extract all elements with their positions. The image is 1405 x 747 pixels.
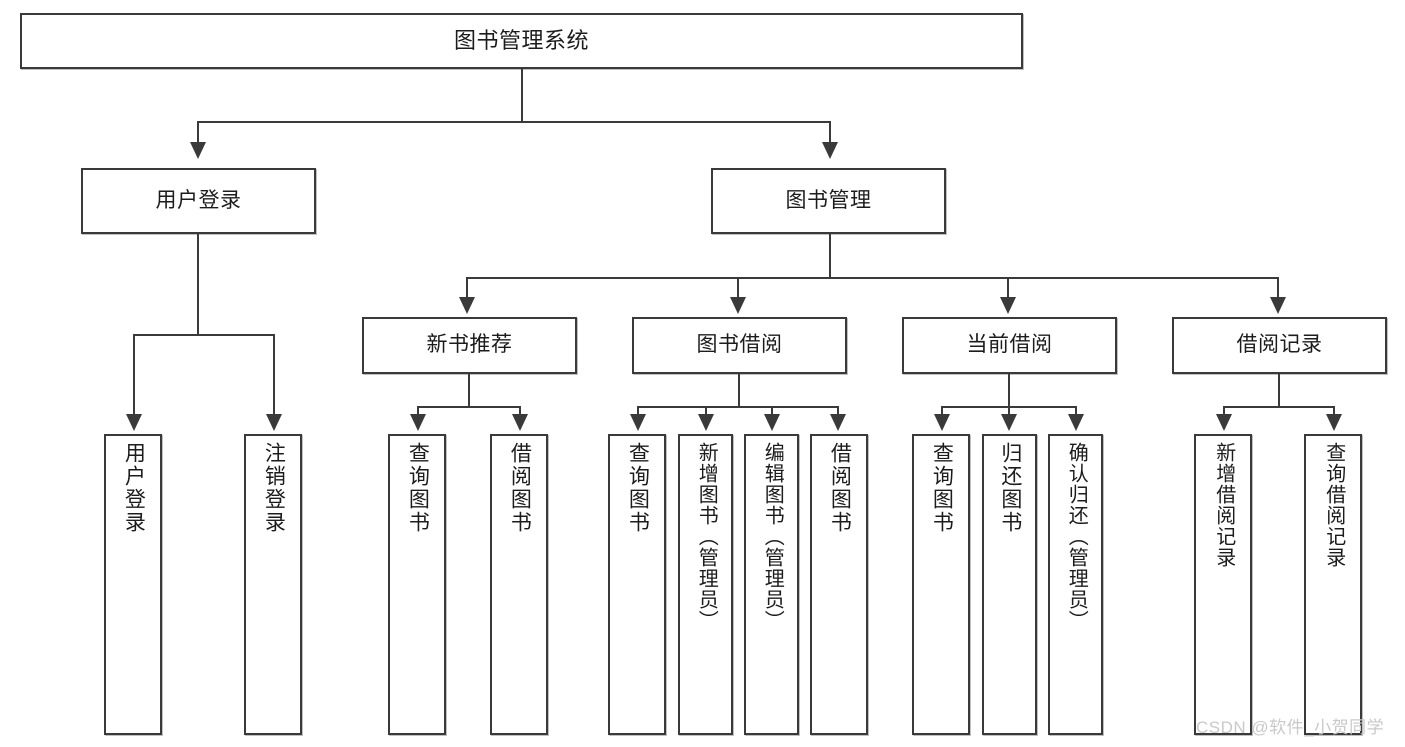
arrow-to-leaf-logout-login	[266, 414, 282, 431]
node-leaf-user-login[interactable]: 用户登录	[104, 434, 162, 735]
arrow-to-leaf-borrow-book-1	[512, 414, 528, 431]
arrow-to-leaf-query-record	[1326, 414, 1342, 431]
connector-book-manage-branch-4	[1277, 277, 1279, 299]
connector-current-borrow-branch-1	[941, 406, 943, 416]
node-leaf-query-book-1[interactable]: 查询图书	[388, 434, 446, 735]
connector-book-borrow-bus	[637, 406, 839, 408]
node-label: 图书管理	[785, 188, 872, 212]
node-label: 查询借阅记录	[1322, 442, 1345, 568]
node-user-login[interactable]: 用户登录	[81, 168, 316, 234]
connector-root-to-book-manage	[829, 121, 831, 144]
connector-book-manage-branch-3	[1007, 277, 1009, 299]
connector-new-book-bus	[417, 406, 521, 408]
connector-book-borrow-branch-1	[637, 406, 639, 416]
connector-book-manage-branch-1	[466, 277, 468, 299]
node-label: 新增借阅记录	[1212, 442, 1235, 568]
node-label: 借阅图书	[508, 442, 532, 534]
node-label: 查询图书	[626, 442, 650, 534]
node-root-book-management-system[interactable]: 图书管理系统	[20, 13, 1023, 69]
node-label: 借阅记录	[1236, 333, 1323, 357]
connector-new-book-branch-2	[519, 406, 521, 416]
arrow-to-borrow-record	[1270, 297, 1286, 314]
node-leaf-query-book-2[interactable]: 查询图书	[608, 434, 666, 735]
node-label: 新增图书（管理员）	[695, 442, 718, 631]
node-label: 借阅图书	[828, 442, 852, 534]
node-borrow-record[interactable]: 借阅记录	[1172, 317, 1387, 374]
connector-book-borrow-down	[738, 374, 740, 407]
arrow-to-current-borrow	[1000, 297, 1016, 314]
node-label: 查询图书	[930, 442, 954, 534]
node-label: 注销登录	[262, 442, 286, 534]
node-label: 查询图书	[406, 442, 430, 534]
arrow-to-leaf-user-login	[126, 414, 142, 431]
node-label: 确认归还（管理员）	[1065, 442, 1088, 631]
arrow-to-leaf-query-book-3	[934, 414, 950, 431]
connector-root-bus	[197, 121, 830, 123]
node-label: 图书管理系统	[453, 28, 589, 54]
connector-current-borrow-branch-3	[1075, 406, 1077, 416]
arrow-to-book-borrow	[730, 297, 746, 314]
node-leaf-edit-book-admin[interactable]: 编辑图书（管理员）	[744, 434, 799, 735]
connector-borrow-record-branch-2	[1333, 406, 1335, 416]
node-label: 用户登录	[155, 188, 242, 212]
connector-user-login-bus	[133, 334, 275, 336]
node-label: 归还图书	[998, 442, 1022, 534]
connector-current-borrow-down	[1008, 374, 1010, 407]
node-leaf-return-book[interactable]: 归还图书	[982, 434, 1037, 735]
connector-new-book-branch-1	[417, 406, 419, 416]
node-leaf-add-book-admin[interactable]: 新增图书（管理员）	[678, 434, 733, 735]
node-label: 图书借阅	[696, 333, 783, 357]
connector-current-borrow-branch-2	[1008, 406, 1010, 416]
connector-book-manage-branch-2	[737, 277, 739, 299]
connector-user-login-down	[197, 234, 199, 335]
node-leaf-query-borrow-record[interactable]: 查询借阅记录	[1304, 434, 1362, 735]
arrow-to-leaf-confirm-return	[1068, 414, 1084, 431]
connector-book-borrow-branch-4	[837, 406, 839, 416]
connector-borrow-record-down	[1278, 374, 1280, 407]
connector-user-login-branch-2	[273, 334, 275, 416]
node-leaf-borrow-book-2[interactable]: 借阅图书	[810, 434, 868, 735]
connector-book-manage-down	[829, 234, 831, 278]
arrow-to-leaf-borrow-book-2	[830, 414, 846, 431]
node-new-book-recommend[interactable]: 新书推荐	[362, 317, 577, 374]
arrow-to-leaf-return-book	[1001, 414, 1017, 431]
node-label: 当前借阅	[966, 333, 1053, 357]
arrow-to-leaf-query-book-1	[410, 414, 426, 431]
arrow-to-leaf-edit-book	[764, 414, 780, 431]
arrow-to-user-login	[190, 142, 206, 159]
node-label: 编辑图书（管理员）	[761, 442, 784, 631]
connector-user-login-branch-1	[133, 334, 135, 416]
csdn-watermark: CSDN @软件_小贺同学	[1196, 718, 1385, 737]
node-leaf-confirm-return-admin[interactable]: 确认归还（管理员）	[1048, 434, 1103, 735]
node-label: 新书推荐	[426, 333, 513, 357]
arrow-to-leaf-add-record	[1216, 414, 1232, 431]
node-leaf-add-borrow-record[interactable]: 新增借阅记录	[1194, 434, 1252, 735]
node-book-management[interactable]: 图书管理	[711, 168, 946, 234]
node-current-borrow[interactable]: 当前借阅	[902, 317, 1117, 374]
connector-borrow-record-bus	[1223, 406, 1335, 408]
connector-root-to-user-login	[197, 121, 199, 144]
connector-book-borrow-branch-2	[705, 406, 707, 416]
node-label: 用户登录	[122, 442, 146, 534]
arrow-to-book-manage	[822, 142, 838, 159]
node-book-borrow[interactable]: 图书借阅	[632, 317, 847, 374]
connector-borrow-record-branch-1	[1223, 406, 1225, 416]
node-leaf-logout-login[interactable]: 注销登录	[244, 434, 302, 735]
connector-book-manage-bus	[466, 277, 1278, 279]
connector-root-down	[521, 69, 523, 122]
connector-book-borrow-branch-3	[771, 406, 773, 416]
arrow-to-leaf-add-book	[698, 414, 714, 431]
node-leaf-borrow-book-1[interactable]: 借阅图书	[490, 434, 548, 735]
connector-new-book-down	[468, 374, 470, 407]
arrow-to-new-book-recommend	[459, 297, 475, 314]
node-leaf-query-book-3[interactable]: 查询图书	[912, 434, 970, 735]
arrow-to-leaf-query-book-2	[630, 414, 646, 431]
